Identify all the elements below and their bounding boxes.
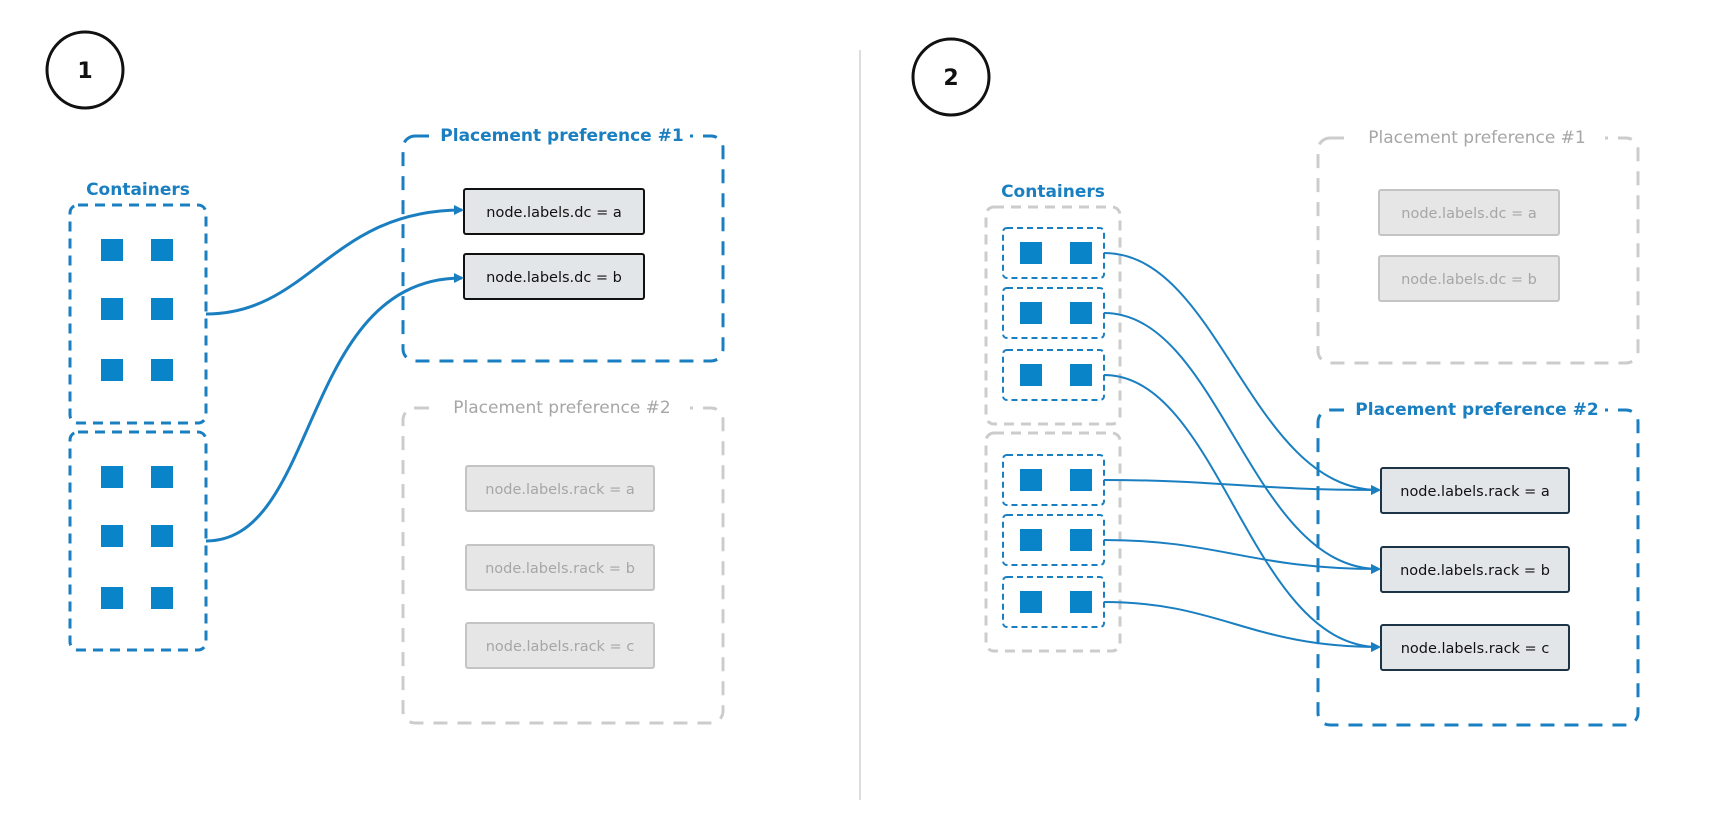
node-dc-b-label: node.labels.dc = b — [1401, 272, 1537, 288]
placement-preference-2-title: Placement preference #2 — [1355, 400, 1598, 420]
node-dc-a-box — [1378, 189, 1560, 236]
placement-preference-2-title: Placement preference #2 — [453, 398, 671, 418]
arrow-group2-to-rack-b — [1103, 312, 1381, 574]
arrow-group3-to-rack-c — [1103, 374, 1381, 652]
container-square — [151, 466, 173, 488]
node-dc-a-label: node.labels.dc = a — [486, 205, 621, 221]
step-number-badge — [911, 37, 991, 117]
container-square — [1020, 302, 1042, 324]
container-squares — [1020, 242, 1092, 613]
container-square — [101, 359, 123, 381]
arrow-group6-to-rack-c — [1103, 601, 1381, 652]
arrow-containers-to-dc-b — [205, 273, 464, 543]
node-rack-c-label: node.labels.rack = c — [486, 639, 635, 655]
node-rack-c-label: node.labels.rack = c — [1401, 641, 1550, 657]
container-group-dc-a — [984, 205, 1122, 426]
arrow-containers-to-dc-a — [205, 205, 464, 316]
node-rack-c-box — [465, 622, 655, 669]
node-dc-b-box — [463, 253, 645, 300]
placement-preference-1-title: Placement preference #1 — [1368, 128, 1586, 148]
container-square — [1020, 529, 1042, 551]
container-square — [1070, 469, 1092, 491]
title-mask — [435, 124, 690, 148]
container-square — [1070, 529, 1092, 551]
container-square — [151, 587, 173, 609]
node-rack-a-label: node.labels.rack = a — [485, 482, 635, 498]
arrow-group1-to-rack-a — [1103, 252, 1381, 495]
arrow-group4-to-rack-a — [1103, 479, 1381, 495]
placement-preference-1-title: Placement preference #1 — [440, 126, 683, 146]
containers-label: Containers — [1001, 182, 1105, 202]
node-dc-b-label: node.labels.dc = b — [486, 270, 622, 286]
placement-preference-1-box — [1316, 136, 1640, 365]
container-square — [101, 466, 123, 488]
step-number: 1 — [77, 59, 92, 84]
title-mask — [1350, 398, 1605, 422]
container-square — [1070, 591, 1092, 613]
step-number: 2 — [943, 66, 958, 91]
container-square — [151, 298, 173, 320]
panel-2: 2 Containers Placement preference #1 nod… — [911, 37, 1640, 727]
container-group-dc-b — [984, 431, 1122, 653]
container-rack-subgroups — [1002, 227, 1105, 628]
step-number-badge — [45, 30, 125, 110]
container-square — [1020, 364, 1042, 386]
container-square — [1020, 242, 1042, 264]
title-mask — [1350, 126, 1605, 150]
node-rack-b-box — [465, 544, 655, 591]
node-rack-a-box — [1380, 467, 1570, 514]
containers-label: Containers — [86, 180, 190, 200]
node-dc-a-label: node.labels.dc = a — [1401, 206, 1536, 222]
node-rack-b-box — [1380, 546, 1570, 593]
node-dc-b-box — [1378, 255, 1560, 302]
node-dc-a-box — [463, 188, 645, 235]
container-square — [101, 239, 123, 261]
panel-1: 1 Containers Placement preference #1 nod… — [45, 30, 725, 725]
container-square — [101, 298, 123, 320]
container-square — [1070, 242, 1092, 264]
node-rack-b-label: node.labels.rack = b — [485, 561, 635, 577]
container-square — [101, 525, 123, 547]
container-group-dc-a — [68, 203, 208, 425]
container-square — [151, 359, 173, 381]
placement-preference-1-box — [401, 134, 725, 363]
container-square — [1020, 591, 1042, 613]
container-square — [1070, 364, 1092, 386]
node-rack-c-box — [1380, 624, 1570, 671]
container-group-dc-b — [68, 430, 208, 652]
container-square — [151, 525, 173, 547]
node-rack-b-label: node.labels.rack = b — [1400, 563, 1550, 579]
container-square — [101, 587, 123, 609]
container-square — [1020, 469, 1042, 491]
node-rack-a-box — [465, 465, 655, 512]
arrow-group5-to-rack-b — [1103, 539, 1381, 574]
node-rack-a-label: node.labels.rack = a — [1400, 484, 1550, 500]
container-square — [1070, 302, 1092, 324]
container-squares — [101, 239, 173, 609]
container-square — [151, 239, 173, 261]
title-mask — [435, 396, 690, 420]
